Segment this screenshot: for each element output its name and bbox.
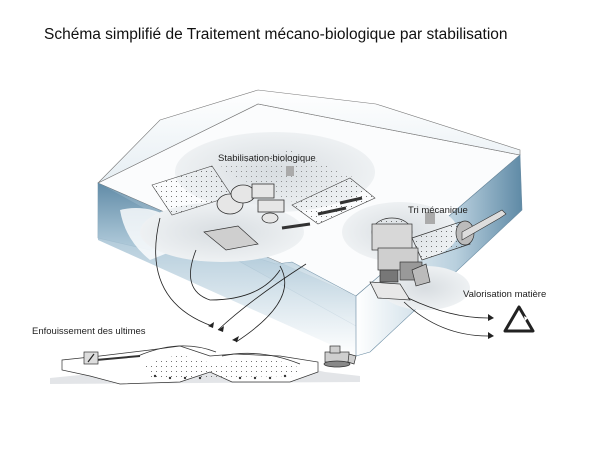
sorting-machines [369,217,475,301]
building-roof-back [97,89,521,184]
flow-arrow-2 [190,249,281,301]
label-valorisation-matiere: Valorisation matière [463,289,547,300]
flow-arrow-valorisation-2 [403,301,489,337]
label-tri-mecanique: Tri mécanique [408,205,468,216]
loading-pit [203,225,259,251]
label-enfouissement-des-ultimes: Enfouissement des ultimes [32,326,146,337]
diagram-title: Schéma simplifié de Traitement mécano-bi… [44,26,508,43]
bulldozer-icon [323,345,357,368]
conveyor-belt [461,209,507,241]
landfill-cross-section [50,345,360,385]
turning-machine [216,183,285,224]
flow-arrow-valorisation-1 [407,297,489,319]
landfill-pipe [95,355,141,361]
recycle-icon [503,305,535,333]
flow-arrow-1 [155,217,213,327]
label-stabilisation-biologique: Stabilisation-biologique [218,153,316,164]
flow-arrow-3 [235,265,286,343]
flow-arrow-4 [217,263,307,331]
